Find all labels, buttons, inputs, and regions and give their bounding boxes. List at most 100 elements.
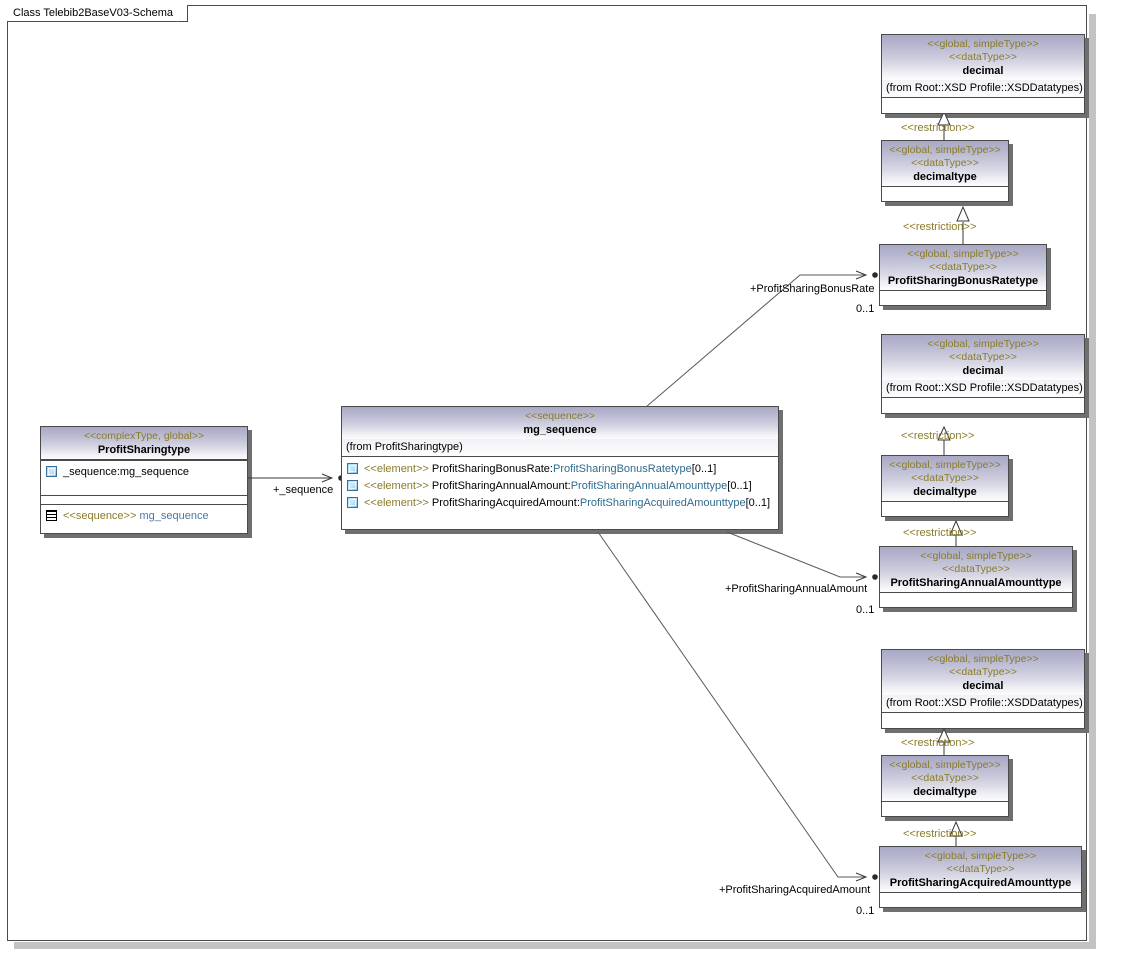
class-header: <<global, simpleType>> <<dataType>> Prof… — [880, 847, 1081, 893]
element-label: <<element>> ProfitSharingBonusRate:Profi… — [364, 462, 717, 475]
element-label: <<element>> ProfitSharingAcquiredAmount:… — [364, 496, 771, 509]
diagram-tab-label: Class Telebib2BaseV03-Schema — [7, 4, 188, 22]
empty-compartment — [882, 398, 1084, 407]
class-namespace: (from ProfitSharingtype) — [342, 439, 778, 457]
frame-shadow-bottom — [14, 942, 1096, 949]
class-name: decimal — [962, 365, 1004, 377]
class-name: decimaltype — [913, 171, 977, 183]
element-row[interactable]: <<element>> ProfitSharingAcquiredAmount:… — [345, 494, 775, 511]
class-namespace: (from Root::XSD Profile::XSDDatatypes) — [882, 80, 1084, 98]
class-stereotype: <<complexType, global>> — [83, 430, 205, 442]
shadow — [885, 817, 1013, 821]
class-decimaltype-3[interactable]: <<global, simpleType>> <<dataType>> deci… — [881, 755, 1009, 817]
shadow — [883, 608, 1077, 612]
class-decimal-1[interactable]: <<global, simpleType>> <<dataType>> deci… — [881, 34, 1085, 114]
shadow — [885, 517, 1013, 521]
class-decimal-3[interactable]: <<global, simpleType>> <<dataType>> deci… — [881, 649, 1085, 729]
class-header: <<global, simpleType>> <<dataType>> Prof… — [880, 245, 1046, 291]
edge-label-acquired-amount-role: +ProfitSharingAcquiredAmount — [719, 884, 871, 896]
shadow — [883, 908, 1086, 912]
class-decimaltype-1[interactable]: <<global, simpleType>> <<dataType>> deci… — [881, 140, 1009, 202]
class-name: ProfitSharingtype — [97, 444, 191, 456]
edge-label-sequence: +_sequence — [273, 484, 334, 496]
edge-label-acquired-amount-mult: 0..1 — [856, 905, 875, 917]
shadow — [44, 534, 252, 538]
operation-icon — [46, 510, 57, 521]
class-profitsharingacquiredamounttype[interactable]: <<global, simpleType>> <<dataType>> Prof… — [879, 846, 1082, 908]
class-stereotype-datatype: <<dataType>> — [911, 772, 979, 784]
edge-label-restriction-2: <<restriction>> — [903, 221, 977, 233]
diagram-tab-text: Class Telebib2BaseV03-Schema — [13, 7, 173, 19]
operation-label: <<sequence>> mg_sequence — [63, 509, 209, 522]
class-stereotype-datatype: <<dataType>> — [911, 157, 979, 169]
class-header: <<global, simpleType>> <<dataType>> deci… — [882, 756, 1008, 802]
empty-compartment — [882, 713, 1084, 722]
class-name: decimaltype — [913, 486, 977, 498]
class-stereotype-global: <<global, simpleType>> — [927, 653, 1039, 665]
class-header: <<sequence>> mg_sequence — [342, 407, 778, 439]
element-row[interactable]: <<element>> ProfitSharingBonusRate:Profi… — [345, 460, 775, 477]
shadow — [1082, 850, 1086, 912]
class-namespace: (from Root::XSD Profile::XSDDatatypes) — [882, 380, 1084, 398]
edge-label-restriction-4: <<restriction>> — [903, 527, 977, 539]
class-profitsharingbonusratetype[interactable]: <<global, simpleType>> <<dataType>> Prof… — [879, 244, 1047, 306]
class-name: mg_sequence — [523, 424, 597, 436]
shadow — [885, 202, 1013, 206]
empty-compartment — [882, 802, 1008, 809]
operation-row[interactable]: <<sequence>> mg_sequence — [44, 507, 244, 524]
element-icon — [347, 497, 358, 508]
shadow — [1085, 38, 1089, 118]
shadow — [885, 414, 1089, 418]
class-header: <<global, simpleType>> <<dataType>> deci… — [882, 650, 1084, 695]
class-stereotype-global: <<global, simpleType>> — [907, 248, 1019, 260]
element-row[interactable]: <<element>> ProfitSharingAnnualAmount:Pr… — [345, 477, 775, 494]
class-name: ProfitSharingAnnualAmounttype — [890, 577, 1062, 589]
element-label: <<element>> ProfitSharingAnnualAmount:Pr… — [364, 479, 752, 492]
attribute-row[interactable]: _sequence:mg_sequence — [44, 463, 244, 480]
class-header: <<global, simpleType>> <<dataType>> Prof… — [880, 547, 1072, 593]
class-name: decimal — [962, 680, 1004, 692]
empty-compartment — [880, 593, 1072, 600]
empty-compartment — [880, 291, 1046, 298]
frame-shadow-right — [1089, 14, 1096, 948]
edge-label-annual-amount-mult: 0..1 — [856, 604, 875, 616]
class-profitsharingtype[interactable]: <<complexType, global>> ProfitSharingtyp… — [40, 426, 248, 534]
shadow — [248, 430, 252, 538]
class-stereotype-global: <<global, simpleType>> — [920, 550, 1032, 562]
attributes-compartment: _sequence:mg_sequence — [41, 460, 247, 495]
edge-label-bonus-rate-mult: 0..1 — [856, 303, 875, 315]
class-stereotype-datatype: <<dataType>> — [942, 563, 1010, 575]
class-decimaltype-2[interactable]: <<global, simpleType>> <<dataType>> deci… — [881, 455, 1009, 517]
class-stereotype-global: <<global, simpleType>> — [889, 144, 1001, 156]
class-mg-sequence[interactable]: <<sequence>> mg_sequence (from ProfitSha… — [341, 406, 779, 530]
shadow — [1085, 653, 1089, 733]
shadow — [885, 729, 1089, 733]
class-profitsharingannualamounttype[interactable]: <<global, simpleType>> <<dataType>> Prof… — [879, 546, 1073, 608]
operations-compartment: <<sequence>> mg_sequence — [41, 504, 247, 533]
edge-label-restriction-5: <<restriction>> — [901, 737, 975, 749]
edge-label-restriction-1: <<restriction>> — [901, 122, 975, 134]
class-stereotype-datatype: <<dataType>> — [946, 863, 1015, 875]
shadow — [885, 114, 1089, 118]
elements-compartment: <<element>> ProfitSharingBonusRate:Profi… — [342, 457, 778, 513]
empty-compartment — [882, 502, 1008, 509]
class-name: ProfitSharingBonusRatetype — [887, 275, 1039, 287]
shadow — [1009, 759, 1013, 821]
class-stereotype-datatype: <<dataType>> — [949, 51, 1017, 63]
attribute-icon — [46, 466, 57, 477]
class-decimal-2[interactable]: <<global, simpleType>> <<dataType>> deci… — [881, 334, 1085, 414]
empty-compartment — [882, 98, 1084, 107]
attribute-label: _sequence:mg_sequence — [63, 465, 189, 478]
class-stereotype-global: <<global, simpleType>> — [924, 850, 1037, 862]
shadow — [779, 410, 783, 534]
class-name: decimal — [962, 65, 1004, 77]
shadow — [883, 306, 1051, 310]
element-icon — [347, 463, 358, 474]
class-stereotype-global: <<global, simpleType>> — [927, 38, 1039, 50]
edge-label-annual-amount-role: +ProfitSharingAnnualAmount — [725, 583, 868, 595]
empty-compartment — [880, 893, 1081, 900]
class-header: <<global, simpleType>> <<dataType>> deci… — [882, 141, 1008, 187]
class-name: decimaltype — [913, 786, 977, 798]
class-header: <<global, simpleType>> <<dataType>> deci… — [882, 456, 1008, 502]
class-stereotype-datatype: <<dataType>> — [911, 472, 979, 484]
